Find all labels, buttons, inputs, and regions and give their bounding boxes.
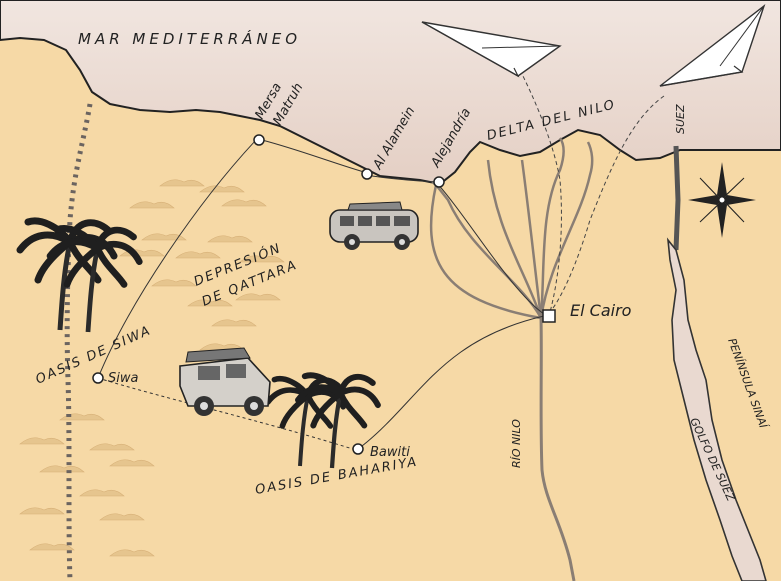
nile-delta-branches [429, 137, 594, 320]
paper-plane-icon [421, 21, 562, 78]
border-line [64, 103, 93, 581]
suez-label: SUEZ [674, 104, 687, 134]
point-el-cairo [542, 309, 556, 323]
oasis-bahariya-label: OASIS DE BAHARIYA [254, 454, 419, 497]
bus-icon [329, 201, 419, 250]
compass-rose-icon [688, 162, 756, 238]
point-al-alamein [361, 168, 373, 180]
gulf-of-suez [666, 237, 767, 581]
bawiti-label: Bawiti [370, 445, 410, 460]
suez-canal [673, 145, 681, 251]
palm-tree-icon [298, 375, 378, 468]
cairo-label: El Cairo [570, 301, 632, 320]
nile-river [539, 317, 576, 581]
point-bawiti [352, 443, 364, 455]
rio-nilo-label: RÍO NILO [510, 419, 523, 468]
flight-paths [519, 69, 665, 313]
jeep-icon [179, 347, 271, 416]
siwa-label: Siwa [108, 371, 138, 386]
point-alejandria [433, 176, 445, 188]
point-siwa [92, 372, 104, 384]
mediterranean-sea [0, 0, 781, 186]
sea-label: MAR MEDITERRÁNEO [78, 29, 301, 48]
peninsula-label: PENÍNSULA SINAÍ [725, 337, 770, 432]
routes [97, 139, 545, 451]
point-mersa-matruh [253, 134, 265, 146]
paper-plane-icon [659, 4, 766, 87]
